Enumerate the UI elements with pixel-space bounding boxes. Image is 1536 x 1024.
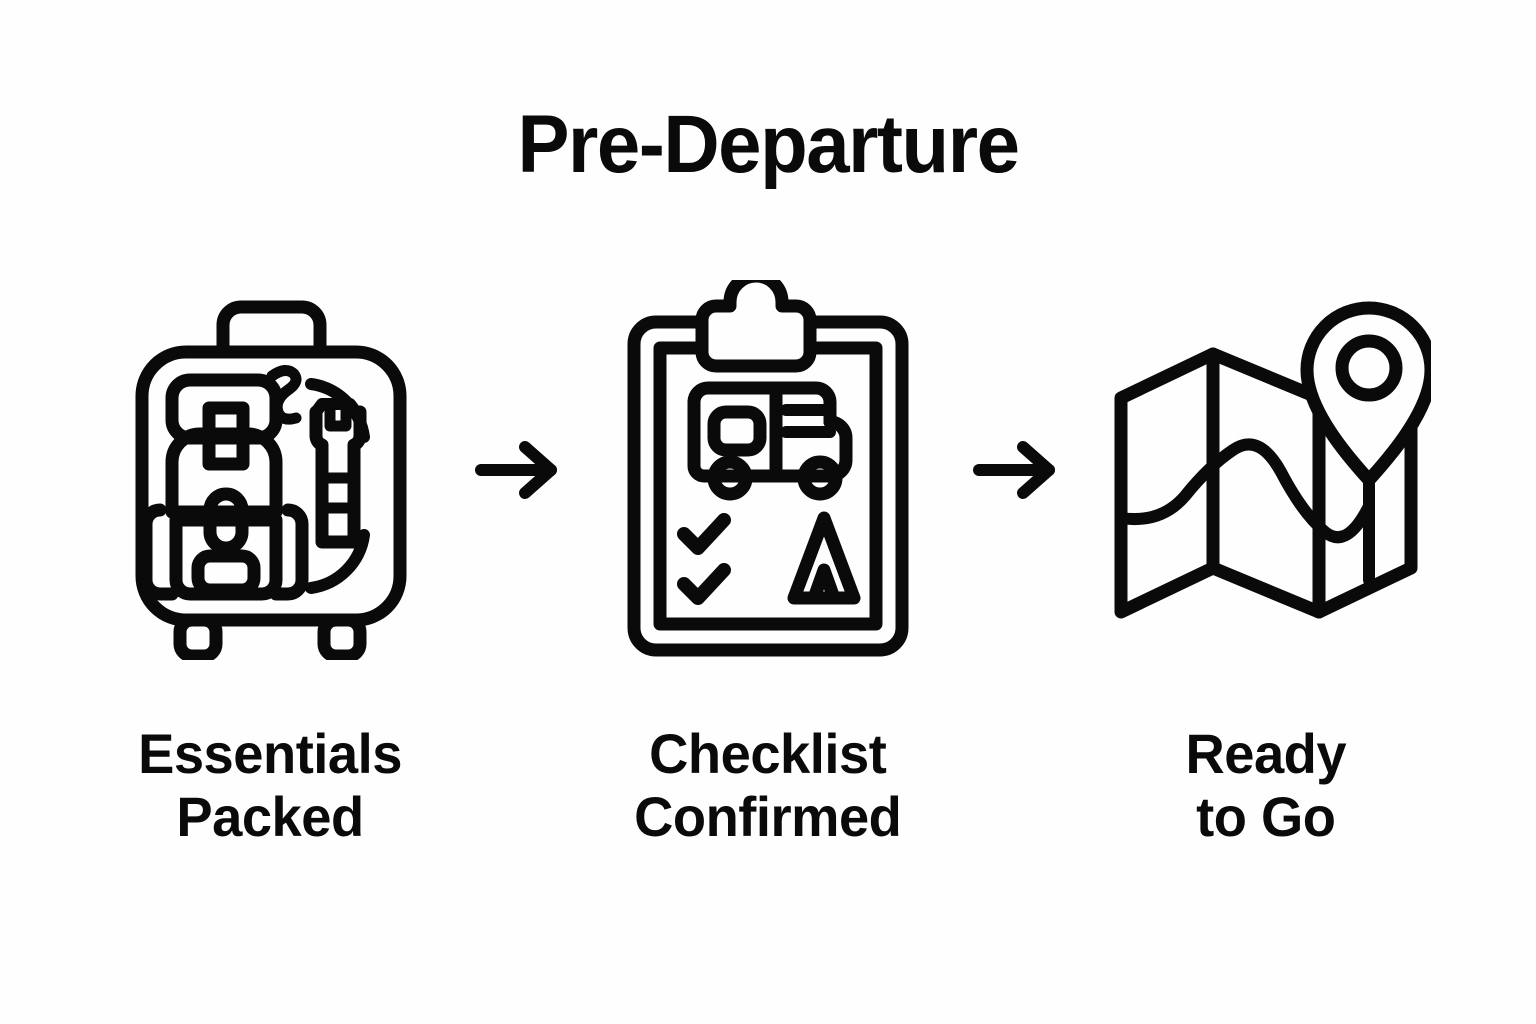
step-2-icon-box [603,270,933,670]
backpack-side-pocket-right [269,503,309,601]
arrow-right-icon [475,441,557,499]
arrow-2 [958,270,1076,670]
backpack-buckle [203,487,249,555]
arrow-1 [460,270,578,670]
step-1-label: Essentials Packed [138,722,402,849]
van-wheel-rear [797,455,843,501]
clipboard-checklist-icon [627,280,909,657]
suitcase-body [135,345,407,627]
van-window [707,405,767,457]
check-mark-2 [677,563,731,605]
arrow-right-icon [973,441,1055,499]
suitcase-wheel-left [173,613,223,660]
step-3-label: Ready to Go [1185,722,1347,849]
suitcase-with-backpack-and-bottle-icon [135,300,407,660]
backpack-center-strap [202,401,250,471]
step-3-icon-box [1101,270,1431,670]
location-pin-hole [1335,334,1403,402]
bottle-neck [324,398,352,432]
step-1-icon-box [105,270,435,670]
van-left-body [687,395,839,483]
van-roof [687,381,837,429]
suitcase-wheel-right [317,613,367,660]
backpack-front-pocket [191,549,261,597]
corner-arc-bottom [305,529,370,594]
clipboard-clip [695,280,817,373]
tent-outline [787,511,861,605]
step-3[interactable]: Ready to Go [1076,270,1456,849]
folded-map-with-pin-icon [1114,301,1431,619]
check-mark-1 [677,513,731,555]
van-wheel-front [707,455,753,501]
step-1[interactable]: Essentials Packed [80,270,460,849]
page-title: Pre-Departure [517,99,1019,190]
process-flow-steps: Essentials Packed [80,270,1456,890]
arrow-head [1017,441,1055,499]
bottle-body-outline [309,405,367,549]
map-route-line [1115,438,1375,544]
backpack-lashing-strap [266,365,302,425]
backpack-side-pocket-left [139,503,179,601]
arrow-head [519,441,557,499]
step-2[interactable]: Checklist Confirmed [578,270,958,849]
tent-door [807,563,841,605]
backpack-lower-body [169,513,283,601]
suitcase-handle [216,300,327,359]
step-2-label: Checklist Confirmed [634,722,902,849]
